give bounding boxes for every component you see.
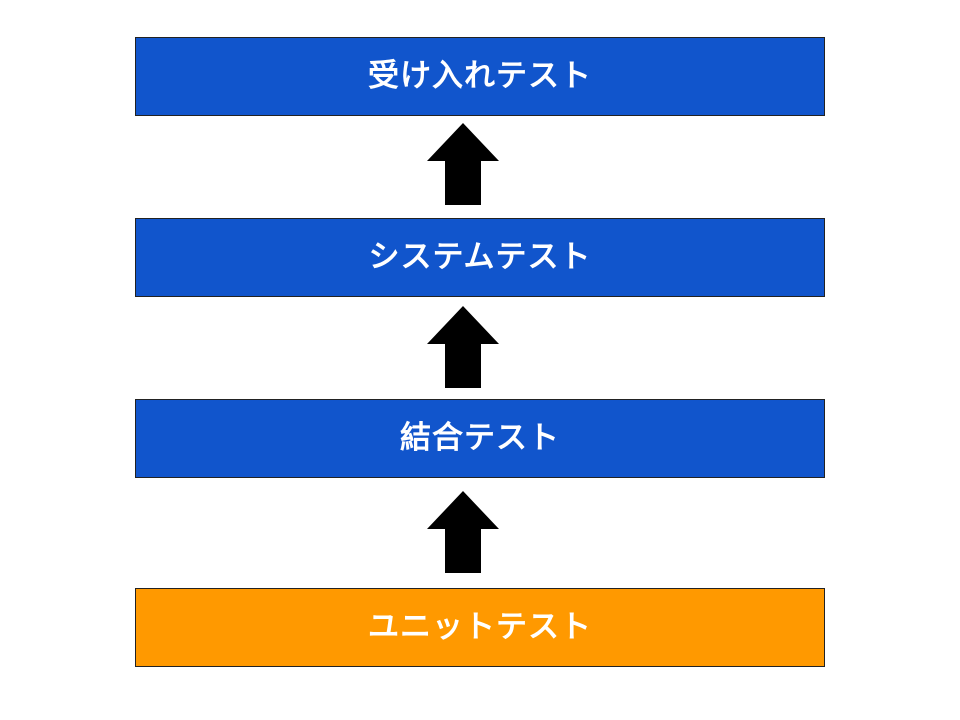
stage-unit-test: ユニットテスト bbox=[135, 588, 825, 667]
stage-system-test: システムテスト bbox=[135, 218, 825, 297]
up-arrow-icon bbox=[427, 306, 499, 388]
arrow-shape bbox=[427, 306, 499, 388]
stage-label: ユニットテスト bbox=[368, 609, 592, 645]
up-arrow-icon bbox=[427, 491, 499, 573]
stage-label: システムテスト bbox=[368, 239, 592, 275]
stage-label: 受け入れテスト bbox=[368, 58, 592, 94]
up-arrow-icon bbox=[427, 123, 499, 205]
arrow-shape bbox=[427, 491, 499, 573]
stage-acceptance-test: 受け入れテスト bbox=[135, 37, 825, 116]
stage-integration-test: 結合テスト bbox=[135, 399, 825, 478]
arrow-shape bbox=[427, 123, 499, 205]
stage-label: 結合テスト bbox=[400, 420, 560, 456]
